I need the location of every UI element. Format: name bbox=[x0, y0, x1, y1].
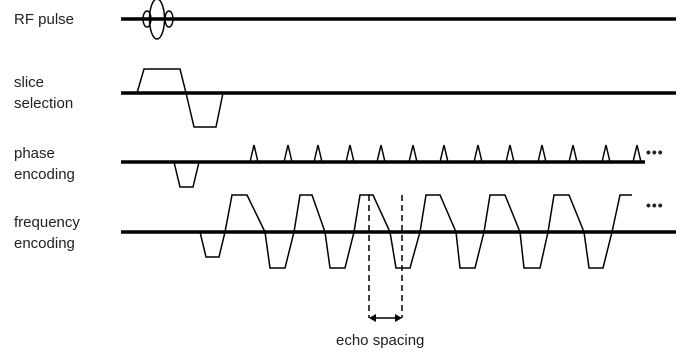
phase-blip bbox=[249, 144, 259, 163]
phase-blip bbox=[376, 144, 386, 163]
slice-select-gradient bbox=[136, 68, 224, 128]
rf-pulse-side-lobe-right bbox=[164, 10, 174, 28]
phase-blip bbox=[537, 144, 547, 163]
frequency-encoding-label-line1: frequency bbox=[14, 214, 80, 231]
echo-spacing-label: echo spacing bbox=[336, 332, 425, 349]
rf-pulse-label: RF pulse bbox=[14, 11, 75, 28]
phase-blip bbox=[313, 144, 323, 163]
phase-prephaser-gradient bbox=[173, 161, 200, 188]
phase-encoding-label-line2: encoding bbox=[14, 166, 75, 183]
slice-selection-label-line2: selection bbox=[14, 95, 74, 112]
phase-ellipsis: ••• bbox=[646, 144, 664, 160]
phase-blip bbox=[632, 144, 642, 163]
echo-spacing-arrowhead-left bbox=[369, 314, 376, 322]
slice-selection-label-line1: slice bbox=[14, 74, 45, 91]
phase-blip bbox=[601, 144, 611, 163]
readout-gradient bbox=[199, 194, 632, 269]
phase-blip bbox=[505, 144, 515, 163]
rf-pulse-side-lobe-left bbox=[142, 10, 152, 28]
phase-blip bbox=[345, 144, 355, 163]
phase-blip bbox=[283, 144, 293, 163]
echo-spacing-arrowhead-right bbox=[395, 314, 402, 322]
phase-encoding-label-line1: phase bbox=[14, 145, 55, 162]
phase-blip bbox=[439, 144, 449, 163]
frequency-encoding-label-line2: encoding bbox=[14, 235, 75, 252]
frequency-ellipsis: ••• bbox=[646, 197, 664, 213]
phase-blip bbox=[473, 144, 483, 163]
phase-blip bbox=[568, 144, 578, 163]
phase-blip bbox=[408, 144, 418, 163]
